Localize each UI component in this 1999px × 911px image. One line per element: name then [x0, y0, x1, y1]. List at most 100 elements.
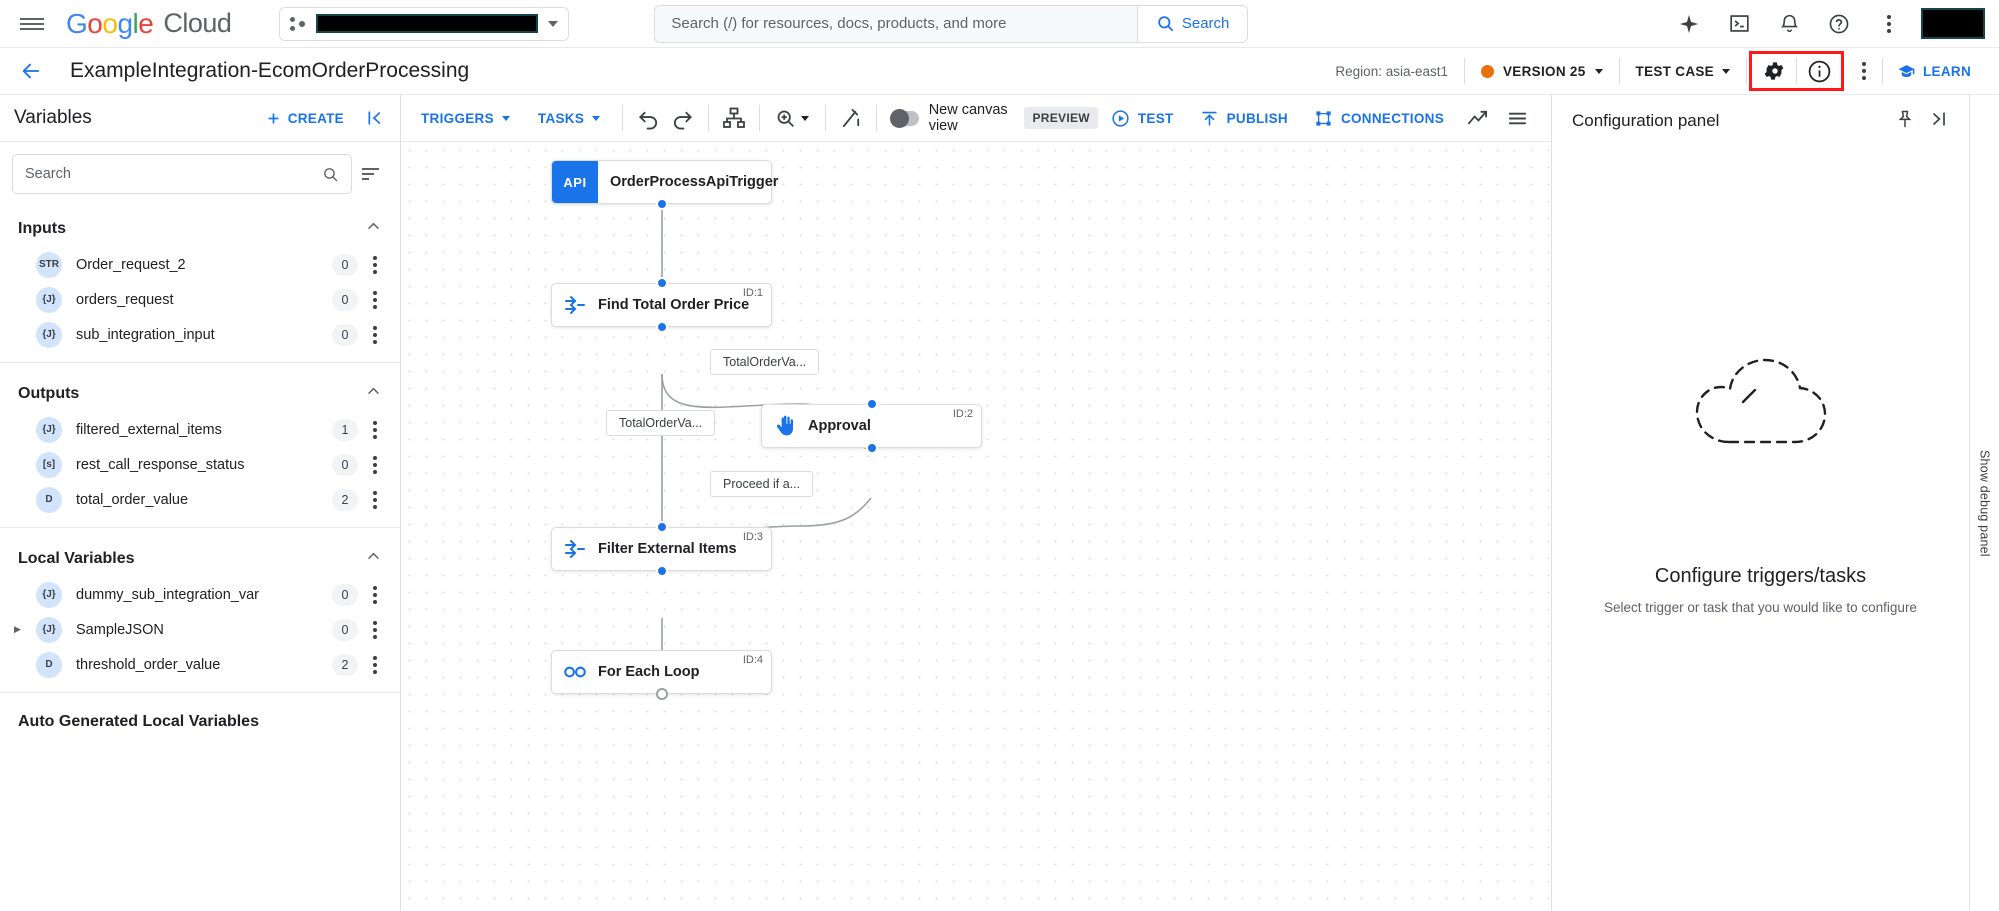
variable-row[interactable]: {J} dummy_sub_integration_var 0: [0, 577, 400, 612]
variables-search-input[interactable]: [25, 166, 322, 182]
chevron-up-icon[interactable]: [365, 383, 382, 404]
row-more-vert-icon[interactable]: [362, 325, 388, 344]
edge-label[interactable]: Proceed if a...: [710, 471, 814, 497]
row-more-vert-icon[interactable]: [362, 620, 388, 639]
group-outputs: Outputs {J} filtered_external_items 1 [s…: [0, 369, 400, 534]
integration-canvas[interactable]: API OrderProcessApiTrigger Find Total Or…: [401, 142, 1551, 911]
divider: [1796, 58, 1797, 84]
variable-row[interactable]: D threshold_order_value 2: [0, 647, 400, 682]
page-header: ExampleIntegration-EcomOrderProcessing R…: [0, 48, 1999, 95]
config-panel-title: Configuration panel: [1572, 111, 1720, 130]
node-order-process-api-trigger[interactable]: API OrderProcessApiTrigger: [551, 160, 778, 204]
debug-panel-label[interactable]: Show debug panel: [1977, 449, 1992, 557]
node-approval[interactable]: Approval ID:2: [761, 404, 982, 448]
node-port[interactable]: [866, 442, 878, 454]
project-selector[interactable]: [279, 6, 570, 41]
tasks-menu[interactable]: TASKS: [524, 111, 614, 126]
variable-row[interactable]: STR Order_request_2 0: [0, 247, 400, 282]
test-case-selector[interactable]: TEST CASE: [1620, 64, 1746, 79]
row-more-vert-icon[interactable]: [362, 255, 388, 274]
node-for-each-loop[interactable]: For Each Loop ID:4: [551, 650, 772, 694]
test-button[interactable]: TEST: [1098, 109, 1187, 128]
row-more-vert-icon[interactable]: [362, 585, 388, 604]
node-find-total-order-price[interactable]: Find Total Order Price ID:1: [551, 283, 772, 327]
collapse-left-icon[interactable]: [366, 108, 386, 128]
variable-name: sub_integration_input: [76, 326, 215, 343]
undo-icon[interactable]: [631, 98, 665, 138]
pen-wand-icon[interactable]: [834, 98, 868, 138]
zoom-icon[interactable]: [768, 98, 818, 138]
group-title: Auto Generated Local Variables: [18, 713, 259, 730]
search-input[interactable]: [655, 5, 1137, 42]
variable-row[interactable]: D total_order_value 2: [0, 482, 400, 517]
row-more-vert-icon[interactable]: [362, 290, 388, 309]
expand-right-icon[interactable]: [1929, 109, 1949, 134]
gear-icon[interactable]: [1752, 53, 1796, 89]
group-title: Outputs: [18, 384, 80, 402]
sort-icon[interactable]: [362, 168, 388, 180]
global-search[interactable]: Search: [654, 4, 1249, 43]
info-circle-icon[interactable]: [1797, 53, 1841, 89]
configuration-panel: Configuration panel: [1551, 95, 1969, 911]
variable-name: Order_request_2: [76, 256, 186, 273]
hamburger-icon[interactable]: [8, 0, 56, 48]
variable-count: 0: [332, 453, 358, 476]
learn-button[interactable]: LEARN: [1883, 62, 1985, 81]
page-more-vert-icon[interactable]: [1846, 53, 1882, 89]
node-port[interactable]: [656, 198, 668, 210]
expand-triangle-icon[interactable]: ▶: [14, 624, 21, 634]
variable-count: 0: [332, 323, 358, 346]
chart-icon[interactable]: [1457, 98, 1497, 138]
variables-list[interactable]: Inputs STR Order_request_2 0 {J} orders_…: [0, 204, 400, 911]
google-cloud-logo[interactable]: Google Cloud: [66, 7, 232, 39]
avatar[interactable]: [1921, 8, 1985, 39]
config-panel-actions: [1895, 109, 1949, 134]
row-more-vert-icon[interactable]: [362, 420, 388, 439]
variable-row[interactable]: {J} filtered_external_items 1: [0, 412, 400, 447]
gemini-sparkle-icon[interactable]: [1671, 6, 1707, 42]
back-arrow-icon[interactable]: [14, 54, 48, 88]
node-port[interactable]: [656, 688, 668, 700]
search-button[interactable]: Search: [1136, 5, 1248, 42]
new-canvas-view-toggle[interactable]: [890, 108, 919, 128]
triggers-label: TRIGGERS: [421, 110, 494, 126]
edge-label[interactable]: TotalOrderVa...: [606, 410, 716, 436]
node-id: ID:2: [952, 408, 973, 420]
publish-button[interactable]: PUBLISH: [1187, 109, 1301, 128]
group-header[interactable]: Inputs: [0, 204, 400, 247]
row-more-vert-icon[interactable]: [362, 490, 388, 509]
debug-panel-rail[interactable]: Show debug panel: [1969, 95, 1999, 911]
more-vert-icon[interactable]: [1871, 6, 1907, 42]
row-more-vert-icon[interactable]: [362, 455, 388, 474]
node-port[interactable]: [656, 521, 668, 533]
version-selector[interactable]: VERSION 25: [1465, 64, 1619, 79]
row-more-vert-icon[interactable]: [362, 655, 388, 674]
node-port[interactable]: [656, 277, 668, 289]
connections-button[interactable]: CONNECTIONS: [1301, 109, 1457, 128]
variable-row[interactable]: [s] rest_call_response_status 0: [0, 447, 400, 482]
list-icon[interactable]: [1497, 98, 1537, 138]
edge-label[interactable]: TotalOrderVa...: [710, 349, 820, 375]
variable-row[interactable]: {J} sub_integration_input 0: [0, 317, 400, 352]
group-header[interactable]: Local Variables: [0, 534, 400, 577]
group-header[interactable]: Auto Generated Local Variables: [0, 699, 400, 739]
triggers-menu[interactable]: TRIGGERS: [407, 111, 524, 126]
chevron-up-icon[interactable]: [365, 218, 382, 239]
group-header[interactable]: Outputs: [0, 369, 400, 412]
variables-search[interactable]: [12, 154, 352, 194]
help-question-icon[interactable]: [1821, 6, 1857, 42]
chevron-up-icon[interactable]: [365, 548, 382, 569]
redo-icon[interactable]: [665, 98, 699, 138]
cloud-shell-icon[interactable]: [1721, 6, 1757, 42]
variable-row[interactable]: ▶ {J} SampleJSON 0: [0, 612, 400, 647]
node-port[interactable]: [656, 565, 668, 577]
create-variable-button[interactable]: CREATE: [265, 110, 344, 127]
notifications-bell-icon[interactable]: [1771, 6, 1807, 42]
node-port[interactable]: [656, 321, 668, 333]
variable-row[interactable]: {J} orders_request 0: [0, 282, 400, 317]
auto-layout-icon[interactable]: [716, 98, 750, 138]
pin-icon[interactable]: [1895, 109, 1915, 134]
variable-count: 0: [332, 618, 358, 641]
node-port[interactable]: [866, 398, 878, 410]
config-panel-header: Configuration panel: [1552, 95, 1969, 147]
